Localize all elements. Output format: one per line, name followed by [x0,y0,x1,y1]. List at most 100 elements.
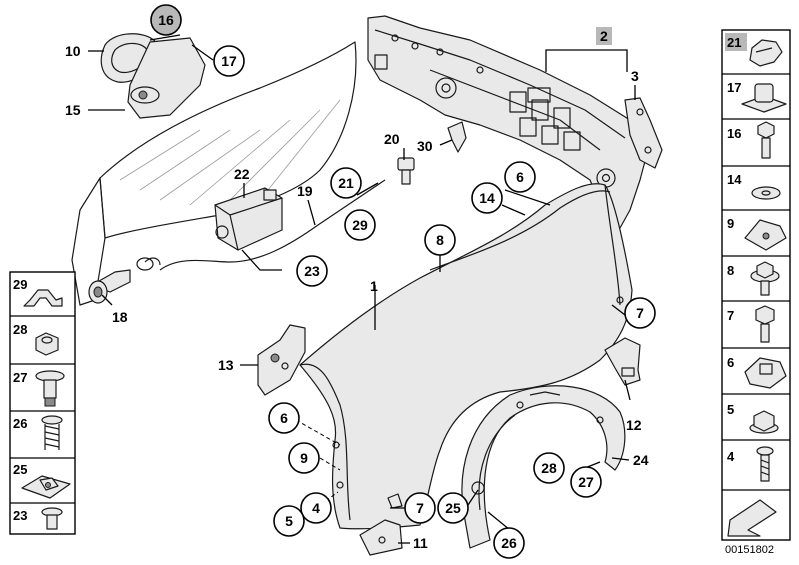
push-rivet-icon [41,507,63,530]
bracket-part-11 [359,519,403,556]
arrow-pointer-icon[interactable] [727,499,777,537]
clip-part-7 [387,493,403,509]
right-item-17[interactable]: 17 [727,80,787,113]
svg-text:14: 14 [727,172,742,187]
svg-text:9: 9 [300,450,308,466]
callout-25[interactable]: 25 [437,492,469,524]
right-item-14[interactable]: 14 [727,172,781,200]
svg-text:16: 16 [727,126,741,141]
svg-text:28: 28 [13,322,27,337]
svg-text:7: 7 [416,500,424,516]
label-1[interactable]: 1 [370,278,378,294]
rivet-part-18 [88,269,131,304]
callout-6-top[interactable]: 6 [504,161,536,193]
right-item-9[interactable]: 9 [727,216,787,251]
svg-text:17: 17 [221,53,237,69]
callout-28[interactable]: 28 [533,452,565,484]
svg-text:16: 16 [158,12,174,28]
bracket-part-13 [257,324,306,396]
right-item-5[interactable]: 5 [727,402,779,434]
right-item-16[interactable]: 16 [727,121,775,159]
left-item-23[interactable]: 23 [13,507,63,530]
leader-lines [88,34,636,544]
screw-part-20 [397,157,415,185]
callout-27[interactable]: 27 [570,466,602,498]
label-12[interactable]: 12 [626,417,642,433]
callout-23[interactable]: 23 [296,255,328,287]
svg-text:23: 23 [304,263,320,279]
callout-4[interactable]: 4 [300,492,332,524]
label-30[interactable]: 30 [417,138,433,154]
callout-14[interactable]: 14 [471,182,503,214]
label-3[interactable]: 3 [631,68,639,84]
right-item-7[interactable]: 7 [727,305,775,343]
callout-7-bottom[interactable]: 7 [404,492,436,524]
washer-icon [751,186,781,200]
callout-21[interactable]: 21 [330,167,362,199]
left-item-26[interactable]: 26 [13,415,63,450]
callout-9[interactable]: 9 [288,442,320,474]
callout-17[interactable]: 17 [213,45,245,77]
svg-text:6: 6 [727,355,734,370]
svg-text:26: 26 [13,416,27,431]
sheet-nut-icon [744,357,787,389]
callout-16[interactable]: 16 [150,4,182,36]
label-10[interactable]: 10 [65,43,81,59]
left-item-27[interactable]: 27 [13,370,65,407]
svg-text:7: 7 [727,308,734,323]
svg-text:5: 5 [285,513,293,529]
label-15[interactable]: 15 [65,102,81,118]
right-item-4[interactable]: 4 [727,446,774,482]
label-24[interactable]: 24 [633,452,649,468]
callout-6-left[interactable]: 6 [268,402,300,434]
svg-text:21: 21 [727,35,741,50]
right-item-8[interactable]: 8 [727,261,780,296]
bracket-part-30 [447,121,467,153]
svg-text:7: 7 [636,305,644,321]
svg-text:8: 8 [436,232,444,248]
right-parts-panel: 21 17 16 14 [721,29,791,541]
speed-nut-icon [21,475,71,499]
svg-text:5: 5 [727,402,734,417]
svg-text:14: 14 [479,190,495,206]
left-item-25[interactable]: 25 [13,462,71,499]
svg-text:28: 28 [541,460,557,476]
actuator-part-22 [214,187,283,251]
label-19[interactable]: 19 [297,183,313,199]
label-18[interactable]: 18 [112,309,128,325]
svg-text:26: 26 [501,535,517,551]
label-20[interactable]: 20 [384,131,400,147]
side-panel-outline [71,41,357,306]
callout-5[interactable]: 5 [273,505,305,537]
svg-text:21: 21 [338,175,354,191]
label-22[interactable]: 22 [234,166,250,182]
callout-7-right[interactable]: 7 [624,297,656,329]
spring-clip-icon [749,39,783,67]
collar-nut-icon [749,410,779,434]
callout-26[interactable]: 26 [493,527,525,559]
collar-screw-icon [750,261,780,296]
callout-29[interactable]: 29 [344,209,376,241]
left-item-29[interactable]: 29 [13,277,63,307]
label-11[interactable]: 11 [413,535,428,551]
spring-screw-icon [41,415,63,450]
svg-text:27: 27 [13,370,27,385]
label-13[interactable]: 13 [218,357,234,373]
cable-part-19 [136,179,386,271]
svg-text:27: 27 [578,474,594,490]
svg-text:23: 23 [13,508,27,523]
clip-nut-icon [744,219,787,251]
label-2[interactable]: 2 [600,28,608,44]
svg-text:25: 25 [13,462,27,477]
cage-nut-icon [741,83,787,113]
tapping-screw-icon [756,446,774,482]
hex-bolt-icon [755,305,775,343]
right-item-6[interactable]: 6 [727,355,787,389]
left-item-28[interactable]: 28 [13,322,59,356]
right-item-21[interactable]: 21 [725,33,783,67]
svg-text:29: 29 [13,277,27,292]
callout-8[interactable]: 8 [424,224,456,256]
hex-screw-icon [757,121,775,159]
svg-text:6: 6 [516,169,524,185]
